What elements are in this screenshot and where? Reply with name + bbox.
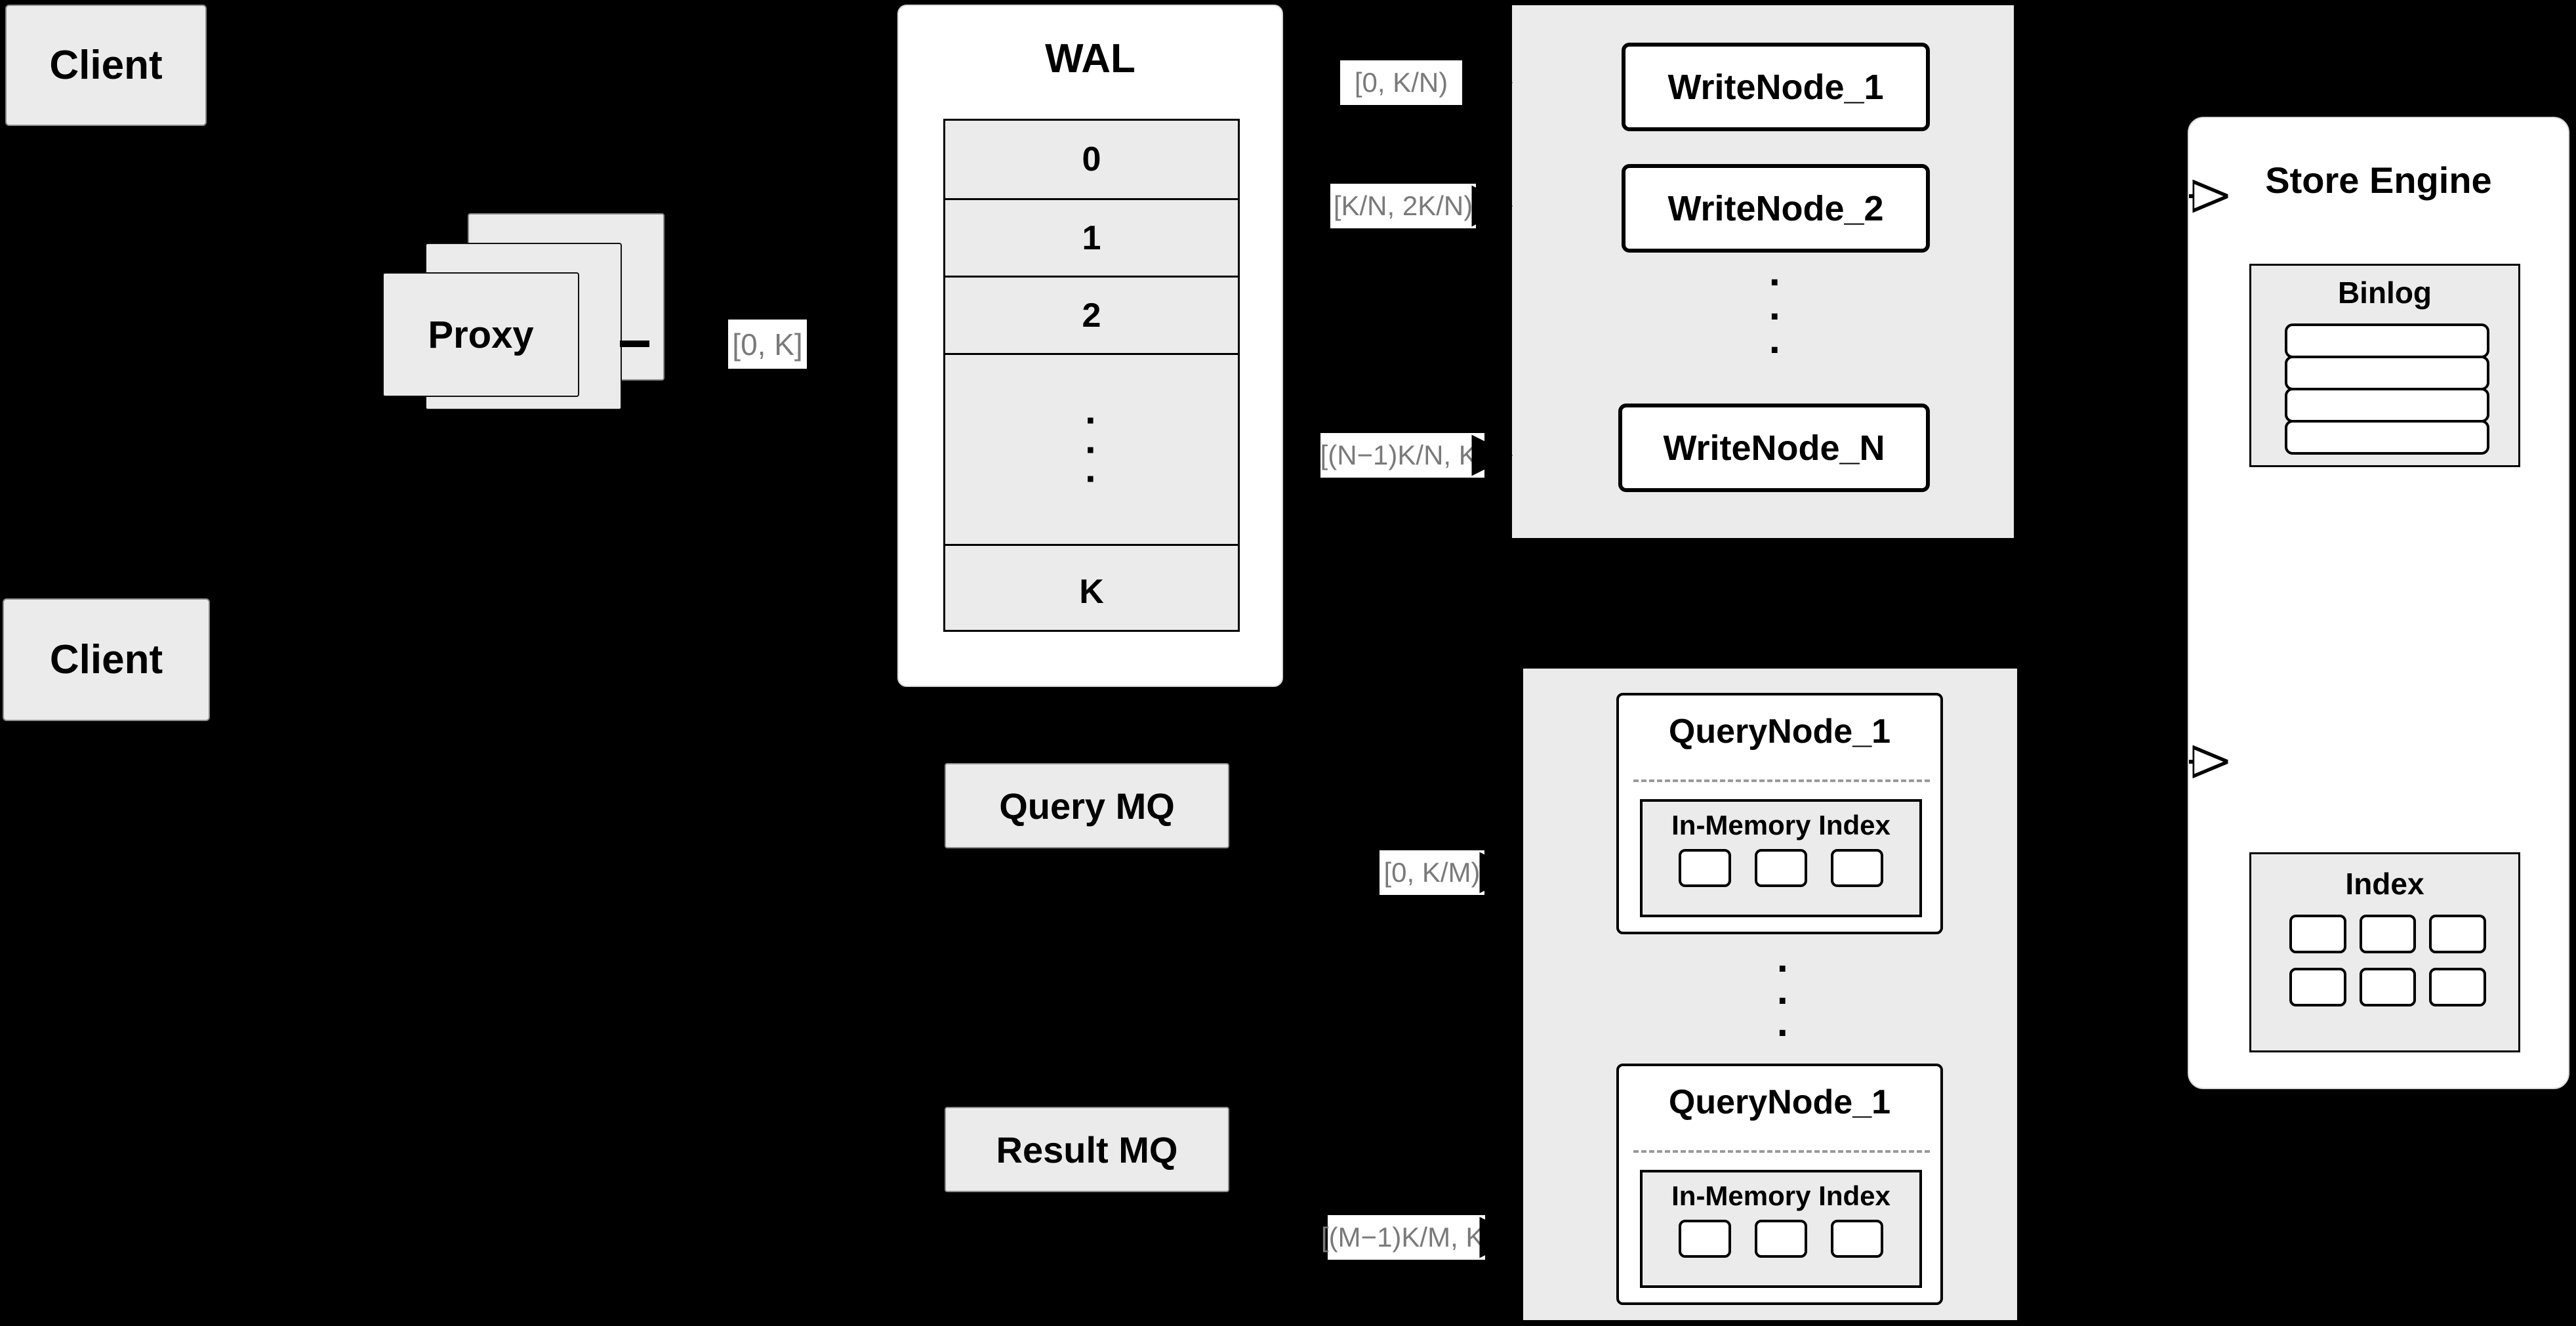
index-cell[interactable]: [2289, 915, 2346, 953]
index-cell[interactable]: [2429, 915, 2486, 953]
query-range-text-m: [(M−1)K/M, K]: [1320, 1222, 1492, 1253]
wal-row[interactable]: 1: [945, 200, 1238, 278]
proxy-connector-stub: [620, 341, 649, 347]
query-mq-box[interactable]: Query MQ: [945, 763, 1229, 848]
in-memory-index-cells-1: [1643, 849, 1919, 887]
index-cell[interactable]: [1679, 849, 1731, 887]
query-node-2[interactable]: QueryNode_1 In-Memory Index: [1616, 1064, 1943, 1305]
wal-row[interactable]: 2: [945, 278, 1238, 355]
wal-row-label: 2: [1082, 296, 1101, 335]
index-cell[interactable]: [1755, 849, 1807, 887]
result-mq-box[interactable]: Result MQ: [945, 1107, 1229, 1192]
index-title: Index: [2345, 867, 2424, 901]
binlog-bar[interactable]: [2285, 420, 2489, 455]
index-cell[interactable]: [1831, 849, 1883, 887]
write-node-2[interactable]: WriteNode_2: [1622, 164, 1930, 253]
write-range-text-2: [K/N, 2K/N): [1333, 190, 1473, 221]
client-box-2[interactable]: Client: [3, 598, 210, 721]
binlog-panel: Binlog: [2249, 264, 2520, 467]
wal-title: WAL: [1045, 36, 1135, 81]
wal-row-label: 1: [1082, 218, 1101, 257]
write-cluster-panel: WriteNode_1 WriteNode_2 ··· WriteNode_N: [1512, 5, 2014, 538]
index-cell[interactable]: [2289, 968, 2346, 1006]
proxy-stack[interactable]: Proxy: [382, 213, 664, 430]
binlog-bar[interactable]: [2285, 323, 2489, 358]
query-range-label-m: [(M−1)K/M, K]: [1321, 1215, 1492, 1260]
wal-row[interactable]: 0: [945, 121, 1238, 200]
write-range-label-n: [(N−1)K/N, K]: [1320, 433, 1484, 478]
write-node-1[interactable]: WriteNode_1: [1622, 43, 1930, 131]
proxy-range-label: [0, K]: [728, 320, 807, 369]
result-mq-label: Result MQ: [996, 1129, 1178, 1171]
write-range-label-2: [K/N, 2K/N): [1330, 184, 1476, 228]
wal-vertical-ellipsis-icon: ···: [1085, 398, 1098, 501]
write-node-n[interactable]: WriteNode_N: [1618, 404, 1930, 492]
index-cell[interactable]: [1679, 1220, 1731, 1258]
query-node-2-label: QueryNode_1: [1668, 1083, 1891, 1121]
proxy-label: Proxy: [428, 313, 534, 356]
index-cell[interactable]: [2429, 968, 2486, 1006]
index-panel: Index: [2249, 852, 2520, 1052]
store-engine-panel: Store Engine Binlog Index: [2188, 117, 2569, 1089]
index-cell[interactable]: [1755, 1220, 1807, 1258]
binlog-bars: [2285, 323, 2489, 455]
query-node-1[interactable]: QueryNode_1 In-Memory Index: [1616, 693, 1943, 934]
query-node-1-divider: [1633, 779, 1930, 782]
index-grid: [2289, 915, 2486, 1006]
in-memory-index-title-1: In-Memory Index: [1671, 810, 1891, 840]
client-box-1[interactable]: Client: [5, 5, 207, 126]
wal-row-label: 0: [1082, 140, 1101, 178]
query-node-2-divider: [1633, 1150, 1930, 1153]
in-memory-index-cells-2: [1643, 1220, 1919, 1258]
write-range-text-1: [0, K/N): [1354, 67, 1448, 98]
wal-panel: WAL 0 1 2 ··· K: [897, 5, 1283, 687]
index-cell[interactable]: [1831, 1220, 1883, 1258]
wal-row-label: K: [1079, 573, 1104, 611]
query-node-1-label: QueryNode_1: [1668, 713, 1891, 751]
client-label-1: Client: [49, 43, 163, 88]
write-range-text-n: [(N−1)K/N, K]: [1320, 440, 1485, 470]
query-cluster-panel: QueryNode_1 In-Memory Index ··· QueryNod…: [1523, 669, 2017, 1320]
in-memory-index-title-2: In-Memory Index: [1671, 1180, 1891, 1211]
write-node-n-label: WriteNode_N: [1663, 428, 1885, 468]
write-cluster-vertical-ellipsis-icon: ···: [1768, 260, 1783, 373]
proxy-card-front[interactable]: Proxy: [382, 272, 579, 397]
write-node-1-label: WriteNode_1: [1667, 67, 1884, 107]
query-node-2-in-memory-index: In-Memory Index: [1640, 1170, 1922, 1288]
store-engine-title: Store Engine: [2265, 159, 2492, 201]
query-range-text-1: [0, K/M): [1383, 857, 1481, 888]
query-node-1-in-memory-index: In-Memory Index: [1640, 799, 1922, 917]
index-cell[interactable]: [2359, 968, 2417, 1006]
binlog-bar[interactable]: [2285, 356, 2489, 390]
wal-row-ellipsis: ···: [945, 355, 1238, 546]
query-mq-label: Query MQ: [999, 785, 1175, 827]
binlog-bar[interactable]: [2285, 388, 2489, 423]
binlog-title: Binlog: [2337, 276, 2432, 310]
query-cluster-vertical-ellipsis-icon: ···: [1776, 946, 1791, 1056]
wal-row[interactable]: K: [945, 546, 1238, 638]
proxy-range-text: [0, K]: [732, 327, 803, 362]
wal-table: 0 1 2 ··· K: [943, 119, 1240, 632]
write-range-label-1: [0, K/N): [1340, 60, 1462, 105]
client-label-2: Client: [49, 637, 163, 682]
query-range-label-1: [0, K/M): [1380, 850, 1484, 895]
index-cell[interactable]: [2359, 915, 2417, 953]
write-node-2-label: WriteNode_2: [1667, 188, 1884, 228]
